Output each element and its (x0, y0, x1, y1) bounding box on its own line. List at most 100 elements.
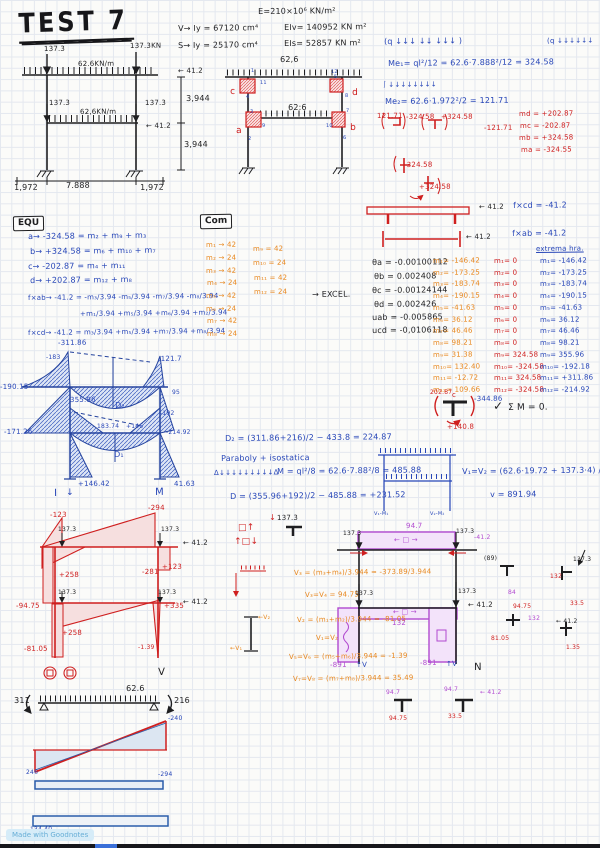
hand-label: 9 (261, 122, 266, 129)
hand-label: → EXCEL. (311, 289, 351, 299)
hand-label: (q ↓↓↓ ↓↓ ↓↓↓ ) (383, 36, 463, 46)
hand-label: ↑V (445, 659, 458, 668)
hand-label: m₆= 36.12 (432, 315, 473, 324)
hand-label: ← □ → (392, 607, 417, 616)
hand-label: m₇= 46.46 (539, 326, 580, 335)
hand-label: -891 (419, 658, 437, 667)
hand-label: 137.3KN (129, 41, 162, 50)
hand-label: c→ -202.87 = m₄ + m₁₁ (27, 260, 126, 271)
hand-label: ← 41.2 (479, 688, 502, 696)
hand-label: d (351, 87, 359, 98)
hand-label: c (451, 390, 457, 399)
hand-label: (q ↓↓↓↓↓↓ (546, 36, 594, 45)
hand-label: m₈= 0 (493, 338, 518, 347)
hand-label: M = ql²/8 = 62.6·7.88²/8 = 485.88 (276, 465, 422, 476)
hand-label: V₁=V₂ (315, 633, 339, 642)
hand-label: m₄= -190.15 (539, 291, 588, 300)
hand-label: 1,972 (139, 182, 164, 192)
hand-label: 8 (344, 92, 349, 99)
hand-label: m₉= 324.58 (493, 350, 539, 359)
hand-label: θb = 0.002408 (373, 271, 437, 281)
hand-label: 137.3 (160, 525, 180, 533)
hand-label: ← 41.2 (478, 202, 504, 211)
hand-label: +324.58 (418, 182, 451, 191)
hand-label: m₄= -190.15 (432, 291, 481, 300)
hand-label: M (154, 486, 164, 498)
hand-label: Σ M = 0. (507, 402, 548, 413)
hand-label: -123 (49, 510, 67, 519)
bottom-diagrams (32, 720, 169, 827)
hand-label: m₅= -41.63 (539, 303, 583, 312)
hand-label: m₃ → 42 (205, 266, 237, 275)
hand-label: m₁₀= -324.58 (493, 362, 545, 371)
hand-label: -294 (157, 770, 173, 778)
scan-edge-strip (0, 844, 600, 848)
hand-label: 11 (259, 79, 267, 86)
hand-label: 202.87 (429, 388, 453, 396)
hand-label: 6 (342, 134, 347, 141)
hand-label: -171.26 (3, 427, 33, 436)
hand-label: 62,6KN/m (79, 107, 117, 116)
hand-label: 7 (345, 107, 350, 114)
hand-label: -121.71 (483, 123, 513, 132)
hand-label: m₁= -146.42 (432, 256, 481, 265)
hand-label: ←V₁ (229, 644, 243, 652)
moment-diagram (21, 350, 180, 480)
hand-label: m₆= 0 (493, 315, 518, 324)
hand-label: m₁ → 42 (205, 240, 237, 249)
hand-label: d→ +202.87 = m₁₂ + m₈ (29, 274, 133, 285)
hand-label: ↓ (268, 512, 276, 522)
hand-label: 137.3 (354, 589, 374, 597)
hand-label: m₇ → 42 (206, 316, 238, 325)
hand-label: 137.3 (572, 555, 592, 563)
hand-label: 7.888 (65, 180, 90, 190)
hand-label: 137.3 (48, 98, 71, 107)
hand-label: mc = -202.87 (519, 121, 571, 130)
hand-label: m₁₂= -324.58 (493, 385, 545, 394)
hand-label: 33.5 (569, 599, 585, 607)
hand-label: +123 (161, 562, 183, 571)
hand-label: 137.3 (457, 587, 477, 595)
hand-label: -190.15 (0, 382, 29, 391)
released-beam-sketches (366, 206, 470, 247)
hand-label: 4 (245, 93, 250, 100)
hand-label: Me₂= 62.6·1.972²/2 = 121.71 (384, 95, 509, 106)
hand-label: a→ -324.58 = m₂ + m₉ + m₃ (27, 230, 147, 241)
hand-label: -214.92 (165, 428, 191, 436)
hand-label: 62:6 (287, 102, 307, 112)
hand-label: 12 (330, 68, 338, 75)
hand-label: ← 41.2 (467, 600, 493, 609)
hand-label: 33.5 (447, 712, 463, 720)
hand-label: ⎰↓↓↓↓↓↓↓↓ (380, 80, 437, 89)
hand-label: m₈= 98.21 (432, 338, 473, 347)
hand-label: EIs= 52857 KN m² (283, 38, 361, 48)
hand-label: 95 (171, 388, 181, 396)
hand-label: 81.05 (490, 634, 510, 642)
hand-label: 1.35 (565, 643, 581, 651)
hand-label: 62.6 (125, 683, 145, 693)
hand-label: 137.3 (157, 588, 177, 596)
hand-label: m₄ → 24 (206, 278, 238, 287)
hand-label: V→ Iy = 67120 cm⁴ (177, 23, 259, 33)
hand-label: 10 (325, 122, 333, 129)
hand-label: 62.6KN/m (77, 59, 115, 68)
hand-label: 94.75 (388, 714, 408, 722)
hand-label: θd = 0.002426 (373, 299, 437, 309)
hand-label: 3,944 (183, 139, 208, 149)
frame-model-diagram (225, 69, 362, 175)
frame-load-diagram (15, 52, 185, 185)
hand-label: D₁ (113, 449, 124, 459)
helper-sketches (233, 525, 302, 652)
hand-label: m₅= 0 (493, 303, 518, 312)
hand-label: m₃= -183.74 (432, 279, 481, 288)
hand-label: 137.3 (57, 588, 77, 596)
hand-label: ← 41.2 (465, 232, 491, 241)
hand-label: m₅= -41.63 (432, 303, 476, 312)
hand-label: V₇=V₈ = (m₇+m₈)/3.944 = 35.49 (292, 673, 414, 683)
hand-label: +140.8 (446, 422, 475, 431)
hand-label: 94.7 (443, 685, 459, 693)
hand-label: 94.75 (512, 602, 532, 610)
hand-label: 137.3 (276, 513, 299, 522)
hand-label: ma = -324.55 (520, 145, 572, 154)
